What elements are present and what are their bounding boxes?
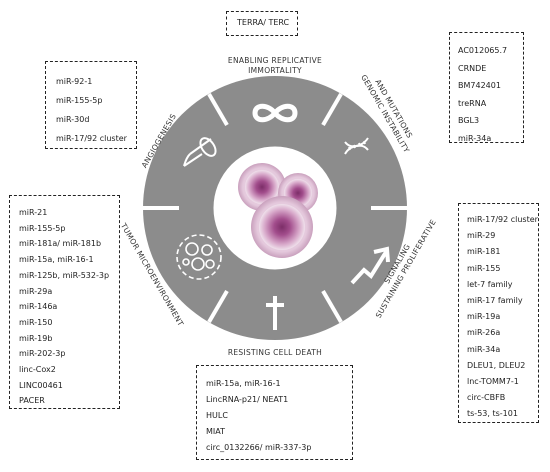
box-item: miR-181: [467, 247, 501, 257]
box-item: miR-17 family: [467, 296, 523, 306]
box-sustaining-proliferative: miR-17/92 cluster miR-29 miR-181 miR-155 let…: [458, 203, 539, 423]
box-item: miR-34a: [467, 344, 501, 354]
box-item: HULC: [206, 411, 228, 420]
box-item: treRNA: [458, 98, 487, 108]
box-item: miR-202-3p: [19, 349, 66, 359]
blood-vessel-icon: [183, 137, 217, 167]
box-item: miR-155-5p: [56, 96, 103, 105]
box-item: miR-29: [467, 231, 496, 241]
box-replicative-immortality: TERRA/ TERC: [226, 11, 298, 36]
tumor-cells-illustration: [238, 163, 318, 258]
box-item: miR-181a/ miR-181b: [19, 239, 102, 249]
box-item: let-7 family: [467, 279, 513, 289]
box-item: miR-155-5p: [19, 223, 66, 233]
box-item: miR-21: [19, 208, 48, 217]
box-item: LINC00461: [19, 380, 63, 390]
box-angiogenesis: miR-92-1 miR-155-5p miR-30d miR-17/92 clust…: [45, 61, 137, 149]
label-replicative-line1: ENABLING REPLICATIVE: [228, 56, 322, 65]
cells-cluster-icon: [176, 234, 222, 280]
box-item: miR-19a: [467, 312, 501, 322]
box-item: BGL3: [458, 116, 480, 126]
box-item: miR-15a, miR-16-1: [206, 379, 281, 388]
cross-icon: [266, 296, 284, 330]
box-item: TERRA/ TERC: [237, 18, 290, 27]
inner-ring-border: [213, 146, 337, 270]
box-item: circ_0132266/ miR-337-3p: [206, 443, 312, 452]
dna-helix-icon: [344, 137, 369, 155]
box-item: miR-155: [467, 263, 501, 273]
box-item: ts-53, ts-101: [467, 409, 518, 419]
box-item: CRNDE: [458, 63, 487, 73]
box-item: miR-26a: [467, 328, 501, 338]
label-cell-death: RESISTING CELL DEATH: [228, 348, 322, 357]
box-item: miR-146a: [19, 302, 58, 312]
box-item: miR-125b, miR-532-3p: [19, 270, 110, 280]
box-item: lnc-TOMM7-1: [467, 377, 519, 387]
box-item: miR-17/92 cluster: [467, 215, 538, 224]
box-item: miR-34a: [458, 133, 492, 143]
arrow-up-right-icon: [350, 246, 390, 285]
box-item: circ-CBFB: [467, 393, 506, 403]
box-item: miR-29a: [19, 286, 53, 296]
box-item: miR-15a, miR-16-1: [19, 255, 94, 265]
sector-dividers: [141, 92, 409, 324]
box-item: AC012065.7: [458, 46, 508, 55]
box-item: PACER: [19, 396, 45, 406]
box-item: MIAT: [206, 427, 225, 436]
box-item: LincRNA-p21/ NEAT1: [206, 395, 289, 404]
box-item: miR-150: [19, 317, 53, 327]
box-item: miR-17/92 cluster: [56, 134, 127, 143]
box-item: miR-19b: [19, 333, 53, 343]
box-item: miR-30d: [56, 115, 90, 124]
box-item: BM742401: [458, 81, 501, 91]
box-item: miR-92-1: [56, 77, 93, 86]
label-replicative-line2: IMMORTALITY: [248, 66, 302, 75]
infinity-icon: [252, 103, 298, 123]
box-tumor-microenvironment: miR-21 miR-155-5p miR-181a/ miR-181b miR-15…: [9, 195, 120, 409]
box-item: linc-Cox2: [19, 365, 56, 375]
box-item: DLEU1, DLEU2: [467, 360, 526, 370]
